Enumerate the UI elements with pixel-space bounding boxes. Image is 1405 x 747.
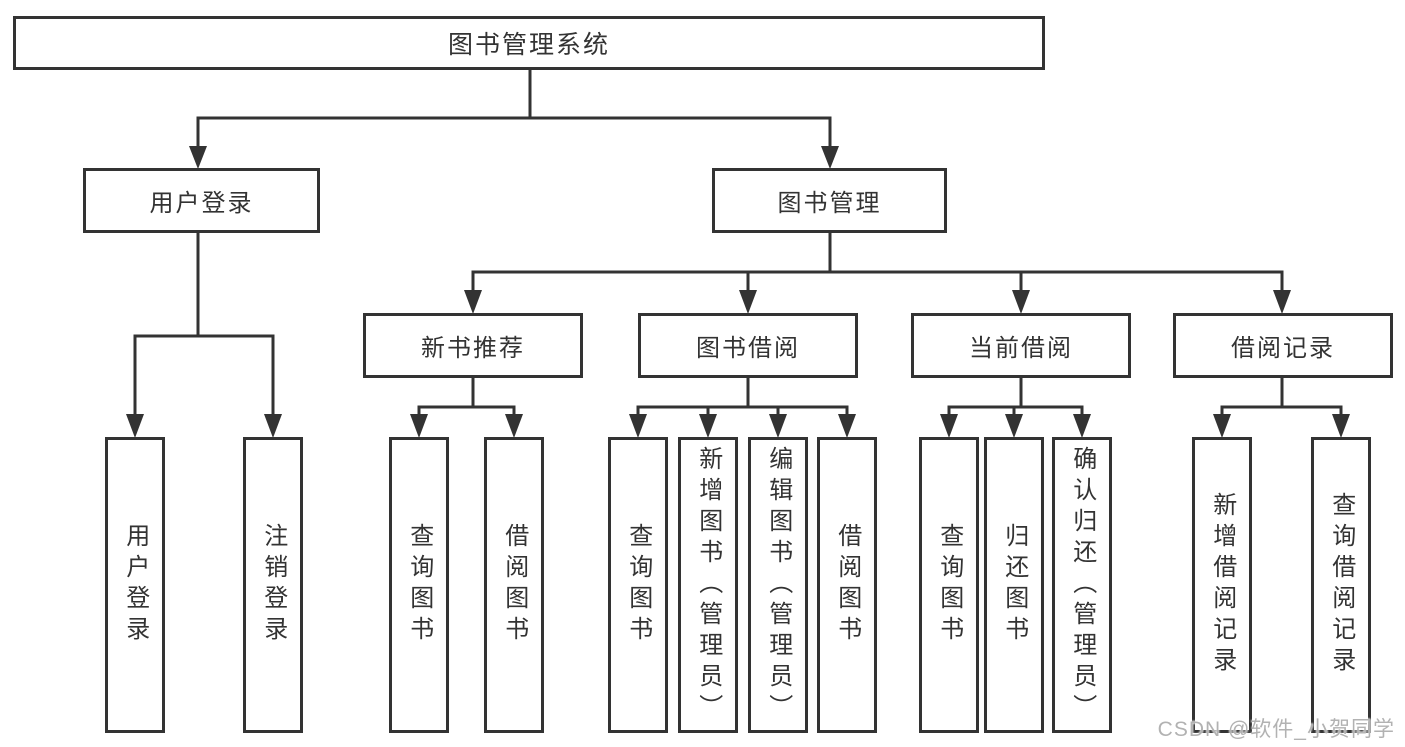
node-label: 查询借阅记录 <box>1327 492 1355 678</box>
leaf-query-books-recommend: 查询图书 <box>389 437 449 733</box>
node-label: 借阅图书 <box>500 523 528 647</box>
leaf-edit-books-admin: 编辑图书（管理员） <box>748 437 808 733</box>
node-label: 查询图书 <box>405 523 433 647</box>
node-label: 确认归还（管理员） <box>1068 445 1096 725</box>
connector-user-login-to-children <box>126 233 282 438</box>
connector-book-management-to-level3 <box>464 233 1291 314</box>
node-label: 新增图书（管理员） <box>694 445 722 725</box>
node-new-book-recommend: 新书推荐 <box>363 313 583 378</box>
connector-new-book-recommend-to-children <box>410 378 523 438</box>
node-label: 图书管理系统 <box>447 31 610 59</box>
leaf-confirm-return-admin: 确认归还（管理员） <box>1052 437 1112 733</box>
node-label: 借阅记录 <box>1231 335 1335 362</box>
node-label: 查询图书 <box>935 523 963 647</box>
leaf-query-borrow-record: 查询借阅记录 <box>1311 437 1371 733</box>
node-label: 用户登录 <box>121 523 149 647</box>
node-user-login: 用户登录 <box>83 168 320 233</box>
node-borrowing-records: 借阅记录 <box>1173 313 1393 378</box>
node-label: 当前借阅 <box>969 335 1073 362</box>
node-label: 新书推荐 <box>421 335 525 362</box>
node-label: 图书管理 <box>777 190 882 217</box>
node-library-management-system: 图书管理系统 <box>13 16 1045 70</box>
node-label: 新增借阅记录 <box>1208 492 1236 678</box>
node-label: 注销登录 <box>259 523 287 647</box>
leaf-add-books-admin: 新增图书（管理员） <box>678 437 738 733</box>
node-label: 借阅图书 <box>833 523 861 647</box>
node-label: 查询图书 <box>624 523 652 647</box>
leaf-user-login: 用户登录 <box>105 437 165 733</box>
node-label: 归还图书 <box>1000 523 1028 647</box>
connector-book-borrowing-to-children <box>629 378 856 438</box>
node-label: 图书借阅 <box>696 335 800 362</box>
connector-root-to-level2 <box>189 70 839 169</box>
leaf-return-books: 归还图书 <box>984 437 1044 733</box>
node-label: 编辑图书（管理员） <box>764 445 792 725</box>
leaf-logout-login: 注销登录 <box>243 437 303 733</box>
csdn-watermark: CSDN @软件_小贺同学 <box>1157 718 1395 741</box>
node-book-management: 图书管理 <box>712 168 947 233</box>
node-label: 用户登录 <box>149 190 254 217</box>
leaf-add-borrow-record: 新增借阅记录 <box>1192 437 1252 733</box>
leaf-query-books-borrowing: 查询图书 <box>608 437 668 733</box>
node-book-borrowing: 图书借阅 <box>638 313 858 378</box>
node-current-borrowing: 当前借阅 <box>911 313 1131 378</box>
leaf-query-books-current: 查询图书 <box>919 437 979 733</box>
leaf-borrow-books-recommend: 借阅图书 <box>484 437 544 733</box>
connector-borrowing-records-to-children <box>1213 378 1350 438</box>
connector-current-borrowing-to-children <box>940 378 1091 438</box>
leaf-borrow-books: 借阅图书 <box>817 437 877 733</box>
